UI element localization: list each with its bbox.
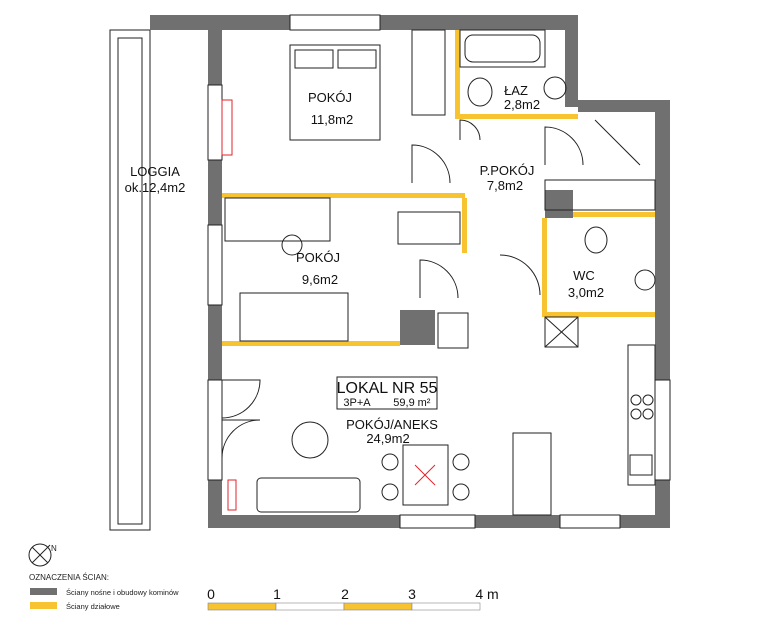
room-name: LOGGIA: [130, 164, 180, 179]
loggia: [109, 29, 151, 531]
north-arrow: N: [28, 543, 57, 567]
scale-tick: 2: [341, 586, 349, 602]
room-labels: POKÓJ 11,8m2 POKÓJ 9,6m2 LOGGIA ok.12,4m…: [125, 83, 604, 446]
unit-label: LOKAL NR 55 3P+A 59,9 m²: [336, 376, 438, 410]
sink-bath: [543, 76, 567, 100]
partition-walls: [222, 30, 655, 346]
north-label: N: [51, 544, 57, 553]
legend-title: OZNACZENIA ŚCIAN:: [29, 573, 109, 582]
sofa: [256, 477, 361, 513]
room-area: 9,6m2: [302, 272, 338, 287]
desk: [224, 197, 331, 242]
room-area: 3,0m2: [568, 285, 604, 300]
room-area: 7,8m2: [487, 178, 523, 193]
legend-label: Ściany działowe: [66, 602, 120, 611]
room-area: 24,9m2: [366, 431, 409, 446]
windows: [207, 14, 671, 529]
room-area: 11,8m2: [311, 112, 353, 127]
legend-label: Ściany nośne i obudowy kominów: [66, 588, 179, 597]
fridge: [512, 432, 552, 516]
room-name: POKÓJ: [296, 250, 340, 265]
wardrobe-living: [437, 312, 469, 349]
unit-title: LOKAL NR 55: [337, 380, 438, 397]
round-table: [291, 421, 329, 459]
room-area: 2,8m2: [504, 97, 540, 112]
unit-area-unit: m²: [418, 397, 431, 409]
room-name: ŁAZ: [504, 83, 528, 98]
scale-tick: 0: [207, 586, 215, 602]
toilet-wc: [584, 226, 608, 254]
legend-swatch-load-bearing: [30, 588, 57, 595]
toilet-bath: [467, 77, 493, 107]
scale-tick: 4 m: [475, 586, 498, 602]
room-name: POKÓJ/ANEKS: [346, 417, 438, 432]
room-name: POKÓJ: [308, 90, 352, 105]
unit-area: 59,9: [393, 397, 414, 409]
scale-bar: 0 1 2 3 4 m: [207, 586, 499, 611]
wardrobe-hall: [544, 179, 656, 211]
room-name: WC: [573, 268, 595, 283]
wardrobe-bed: [397, 211, 461, 245]
sink-wc: [634, 269, 656, 291]
scale-tick: 1: [273, 586, 281, 602]
legend-swatch-partition: [30, 602, 57, 609]
furniture: [221, 29, 656, 516]
dining-table: [402, 444, 449, 506]
unit-type: 3P+A: [343, 397, 371, 409]
kitchen-counter: [627, 344, 656, 486]
room-name: P.POKÓJ: [480, 163, 535, 178]
single-bed: [239, 292, 349, 342]
scale-tick: 3: [408, 586, 416, 602]
double-bed: [289, 44, 381, 141]
bathtub: [459, 29, 546, 68]
room-area: ok.12,4m2: [125, 180, 186, 195]
doors: [221, 119, 641, 459]
